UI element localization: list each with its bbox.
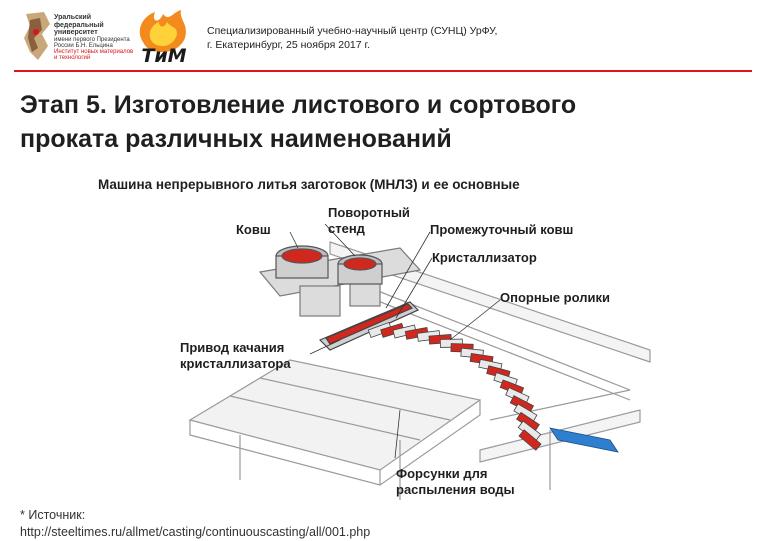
slide-title-line-2: проката различных наименований [20,122,760,156]
header-line-2: г. Екатеринбург, 25 ноября 2017 г. [207,38,497,52]
header-info: Специализированный учебно-научный центр … [207,24,497,52]
urfu-logo-line: университет [54,29,134,37]
urfu-logo-line: федеральный [54,22,134,30]
label-turret: Поворотный стенд [328,205,418,237]
label-sprayers: Форсунки для распыления воды [396,466,516,498]
urfu-logo-line: и технологий [54,55,134,61]
label-ladle: Ковш [236,222,271,238]
continuous-casting-diagram: Ковш Поворотный стенд Промежуточный ковш… [150,190,670,510]
source-url: http://steeltimes.ru/allmet/casting/cont… [20,524,370,541]
header-divider [14,70,752,72]
header-line-1: Специализированный учебно-научный центр … [207,24,497,38]
label-oscillator: Привод качания кристаллизатора [180,340,310,372]
label-mold: Кристаллизатор [432,250,537,266]
slide-title: Этап 5. Изготовление листового и сортово… [20,88,760,156]
tim-logo-text: ТиМ [141,45,186,66]
urfu-logo-line: имени первого Президента [54,37,134,43]
source-label: * Источник: [20,507,370,524]
label-rollers: Опорные ролики [500,290,610,306]
label-tundish: Промежуточный ковш [430,222,573,238]
tim-logo: ТиМ [133,8,195,66]
urfu-logo: Уральский федеральный университет имени … [22,12,132,66]
slide-title-line-1: Этап 5. Изготовление листового и сортово… [20,88,760,122]
source-note: * Источник: http://steeltimes.ru/allmet/… [20,507,370,541]
urfu-logo-line: Уральский [54,14,134,22]
